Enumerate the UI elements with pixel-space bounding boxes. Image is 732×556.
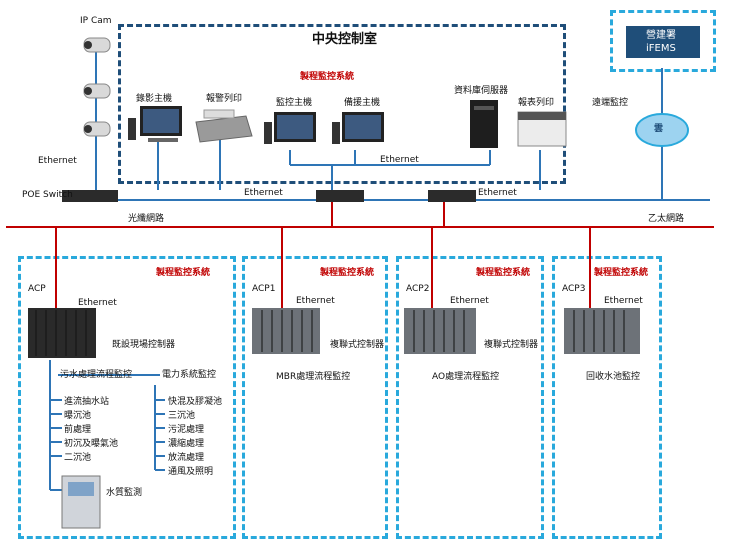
power-title: 電力系統監控 [162, 370, 217, 380]
acp1-caption: MBR處理流程監控 [276, 372, 351, 382]
acp3-system-label: 製程監控系統 [594, 268, 649, 278]
power-item: 濃縮處理 [168, 439, 205, 449]
acp1-controller: 複聯式控制器 [330, 340, 385, 350]
agency-system: iFEMS [646, 43, 676, 54]
acp1-system-label: 製程監控系統 [320, 268, 375, 278]
power-item: 快混及膠凝池 [168, 397, 223, 407]
wastewater-item: 進流抽水站 [64, 397, 110, 407]
ethernet-label-right: Ethernet [478, 188, 517, 198]
central-room-title: 中央控制室 [312, 32, 378, 47]
ethernet-label-switch: Ethernet [244, 188, 283, 198]
acp-frame [18, 256, 236, 539]
monitor-host-label: 監控主機 [276, 98, 313, 108]
acp2-caption: AO處理流程監控 [432, 372, 500, 382]
power-item: 放流處理 [168, 453, 205, 463]
acp2-id: ACP2 [406, 284, 430, 294]
remote-monitor-label: 遠端監控 [592, 98, 629, 108]
central-control-room-frame [118, 24, 566, 184]
agency-name: 營建署 [646, 30, 676, 41]
backup-host-label: 備援主機 [344, 98, 381, 108]
acp-controller: 既設現場控制器 [112, 340, 176, 350]
acp2-frame [396, 256, 544, 539]
ethernet-label-left: Ethernet [38, 156, 77, 166]
acp2-system-label: 製程監控系統 [476, 268, 531, 278]
acp-ethernet: Ethernet [78, 298, 117, 308]
power-item: 三沉池 [168, 411, 196, 421]
ipcam-label: IP Cam [80, 16, 112, 26]
acp-system-label: 製程監控系統 [156, 268, 211, 278]
acp3-caption: 回收水池監控 [586, 372, 641, 382]
alarm-printer-label: 報警列印 [206, 94, 243, 104]
acp1-frame [242, 256, 388, 539]
fiber-network-label: 光纖網路 [128, 214, 165, 224]
ethernet-label-mid: Ethernet [380, 155, 419, 165]
process-system-label: 製程監控系統 [300, 72, 355, 82]
acp3-ethernet: Ethernet [604, 296, 643, 306]
wastewater-item: 初沉及曝氣池 [64, 439, 119, 449]
acp-id: ACP [28, 284, 46, 294]
acp3-frame [552, 256, 662, 539]
poe-switch-device [62, 190, 118, 202]
acp3-id: ACP3 [562, 284, 586, 294]
water-quality-label: 水質監測 [106, 488, 143, 498]
acp1-id: ACP1 [252, 284, 276, 294]
acp2-controller: 複聯式控制器 [484, 340, 539, 350]
acp2-ethernet: Ethernet [450, 296, 489, 306]
wastewater-item: 前處理 [64, 425, 92, 435]
cloud-label: 雲 [654, 124, 664, 134]
power-item: 污泥處理 [168, 425, 205, 435]
poe-switch-label: POE Switch [22, 190, 73, 200]
acp1-ethernet: Ethernet [296, 296, 335, 306]
wastewater-item: 二沉池 [64, 453, 92, 463]
ethernet-network-label: 乙太網路 [648, 214, 685, 224]
wastewater-title: 污水處理流程監控 [60, 370, 133, 380]
power-item: 通風及照明 [168, 467, 214, 477]
recorder-label: 錄影主機 [136, 94, 173, 104]
db-server-label: 資料庫伺服器 [454, 86, 509, 96]
report-printer-label: 報表列印 [518, 98, 555, 108]
wastewater-item: 曝沉池 [64, 411, 92, 421]
